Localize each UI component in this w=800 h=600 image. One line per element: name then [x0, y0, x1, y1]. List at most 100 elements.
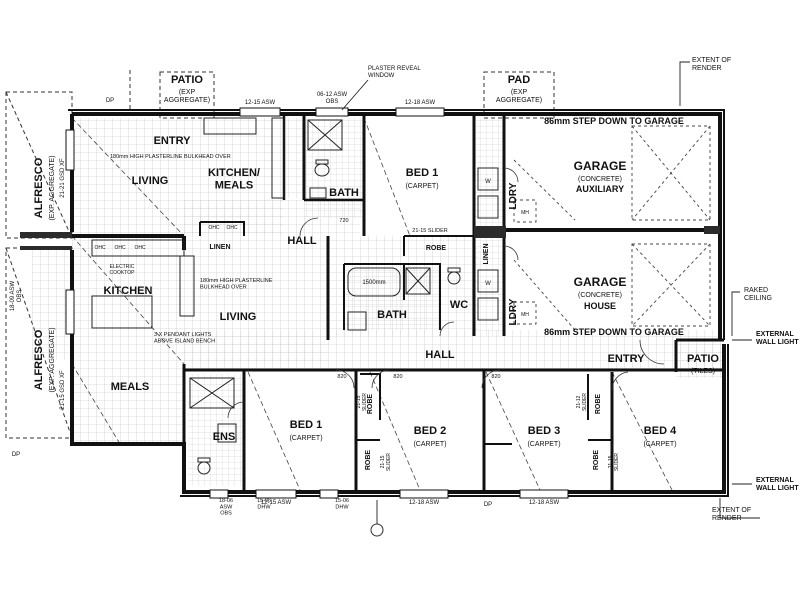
- window-label-w1: 12-15 ASW: [245, 100, 276, 106]
- room-label-alfresco-top: ALFRESCO: [33, 157, 45, 218]
- leader-lines: [341, 61, 760, 519]
- room-label-kitchen-meals: KITCHEN/MEALS: [208, 167, 260, 192]
- room-name-garage-aux: AUXILIARY: [576, 184, 624, 194]
- room-sub-bed1-bottom: (CARPET): [289, 435, 322, 442]
- gsd-bottom-label: 21-15 GSD XF: [60, 370, 66, 410]
- room-label-kitchen-bottom: KITCHEN: [104, 285, 153, 297]
- door-820-label-2: 820: [393, 374, 402, 380]
- room-label-alfresco-bottom: ALFRESCO: [33, 329, 45, 390]
- room-label-patio-bottom: PATIO: [687, 353, 719, 365]
- ohc-label-3: OHC: [134, 245, 146, 251]
- room-label-living-bottom: LIVING: [220, 311, 257, 323]
- door-swings: [227, 167, 665, 419]
- tiled-floors: [32, 118, 726, 486]
- room-label-bed1-top: BED 1: [406, 167, 438, 179]
- laundry-fixtures: [477, 167, 499, 321]
- door-720-label: 720: [339, 218, 348, 224]
- slider-bed3-note: 21-12SLIDER: [576, 393, 588, 411]
- washer-label-2: W: [485, 281, 491, 287]
- room-label-patio-top: PATIO: [171, 74, 203, 86]
- garage-dashed-boxes: [513, 125, 711, 331]
- room-label-bed3: BED 3: [528, 425, 560, 437]
- room-label-garage-house: GARAGE: [574, 275, 627, 289]
- room-label-hall-top: HALL: [287, 235, 317, 247]
- room-label-lndry-bottom: LDRY: [508, 298, 519, 325]
- room-label-pad: PAD: [508, 74, 530, 86]
- room-label-robe-c: ROBE: [595, 394, 602, 415]
- ohc-label-5: OHC: [226, 225, 238, 231]
- toilet-icons: [197, 159, 461, 475]
- room-label-hall-bottom: HALL: [425, 349, 455, 361]
- room-sub-bed4: (CARPET): [643, 441, 676, 448]
- room-label-bed4: BED 4: [644, 425, 677, 437]
- room-sub-bed3: (CARPET): [527, 441, 560, 448]
- bulkhead-top-note: 180mm HIGH PLASTERLINE BULKHEAD OVER: [110, 154, 231, 160]
- room-sub-patio-bottom: (TILES): [691, 368, 715, 375]
- ohc-label-1: OHC: [94, 245, 106, 251]
- slider-bed1-note: 21-15SLIDER: [356, 393, 368, 411]
- window-label-w5: 12-18 ASW: [409, 500, 440, 506]
- gsd-top-label: 21-21 GSD XF: [60, 158, 66, 198]
- slider-bed2-note: 21-15SLIDER: [380, 453, 392, 471]
- north-point-icon: [370, 500, 384, 537]
- step-down-bottom-note: 86mm STEP DOWN TO GARAGE: [544, 327, 684, 337]
- room-label-entry-bottom: ENTRY: [608, 353, 646, 365]
- room-label-robe-b: ROBE: [365, 450, 372, 471]
- room-label-meals-bottom: MEALS: [111, 381, 150, 393]
- room-label-entry-top: ENTRY: [154, 135, 192, 147]
- walls: [20, 109, 729, 497]
- window-label-w6: 12-18 ASW: [529, 500, 560, 506]
- room-label-bath-top: BATH: [329, 187, 359, 199]
- room-label-robe-a: ROBE: [367, 394, 374, 415]
- room-label-linen-top: LINEN: [210, 244, 231, 251]
- window-label-w10: 18-09 ASWOBS: [10, 280, 23, 311]
- window-label-w4: 12-15 ASW: [261, 500, 292, 506]
- room-label-bed2: BED 2: [414, 425, 446, 437]
- room-label-garage-aux: GARAGE: [574, 159, 627, 173]
- door-820-label-3: 820: [491, 374, 500, 380]
- washer-label-1: W: [485, 179, 491, 185]
- ohc-label-4: OHC: [208, 225, 220, 231]
- room-label-living-top: LIVING: [132, 175, 169, 187]
- manhole-label-1: MH: [521, 210, 529, 216]
- bath-fixtures: [189, 119, 431, 443]
- room-label-bath-bottom: BATH: [377, 309, 407, 321]
- door-820-label-1: 820: [337, 374, 346, 380]
- room-sub-garage-aux: (CONCRETE): [578, 176, 622, 183]
- step-down-top-note: 86mm STEP DOWN TO GARAGE: [544, 116, 684, 126]
- ceiling-guide-lines: [71, 117, 673, 491]
- room-label-ens: ENS: [213, 431, 236, 443]
- room-sub-alfresco-bottom: (EXP. AGGREGATE): [49, 327, 56, 392]
- bath-size-note: 1500mm: [362, 280, 385, 286]
- dp-label-2: DP: [12, 452, 20, 458]
- room-label-linen-bottom: LINEN: [483, 244, 490, 265]
- dp-label-3: DP: [484, 502, 492, 508]
- room-label-lndry-top: LDRY: [508, 182, 519, 209]
- room-label-wc: WC: [450, 299, 468, 311]
- wall-piers: [20, 226, 720, 250]
- room-label-robe-d: ROBE: [593, 450, 600, 471]
- room-sub-bed1-top: (CARPET): [405, 183, 438, 190]
- ohc-label-2: OHC: [114, 245, 126, 251]
- room-sub-alfresco-top: (EXP. AGGREGATE): [49, 155, 56, 220]
- room-label-robe-top: ROBE: [426, 245, 447, 252]
- window-label-w3: 12-18 ASW: [405, 100, 436, 106]
- notes: 86mm STEP DOWN TO GARAGE 86mm STEP DOWN …: [110, 57, 799, 522]
- room-sub-garage-house: (CONCRETE): [578, 292, 622, 299]
